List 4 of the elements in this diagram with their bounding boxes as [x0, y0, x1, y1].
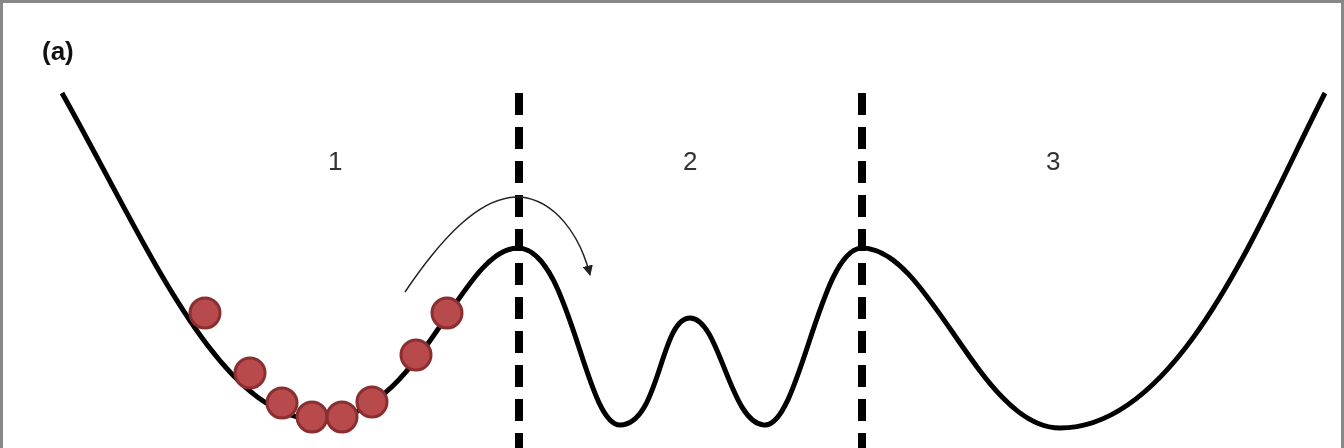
- panel-label: (a): [42, 38, 74, 64]
- region-number: 3: [1046, 148, 1061, 174]
- region-number: 2: [683, 148, 698, 174]
- region-number: 1: [328, 148, 343, 174]
